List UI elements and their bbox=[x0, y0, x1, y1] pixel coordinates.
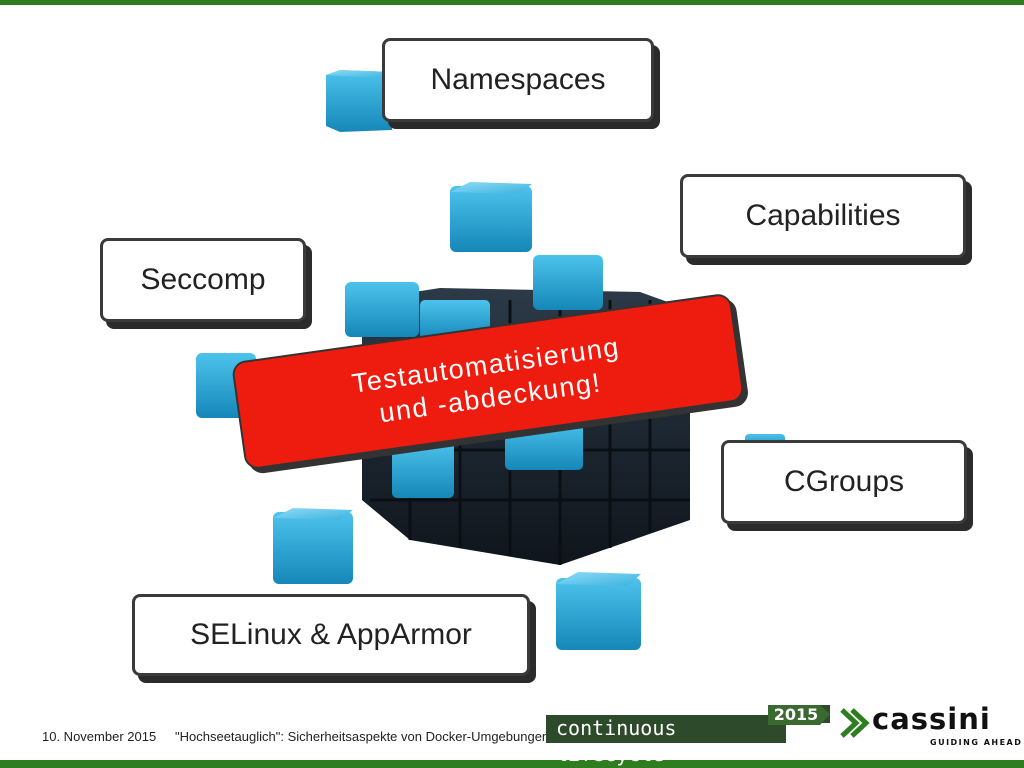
cassini-tagline: GUIDING AHEAD bbox=[930, 738, 1023, 747]
footer-date: 10. November 2015 bbox=[42, 729, 157, 744]
conference-name: continuous lifecycle bbox=[556, 716, 677, 766]
top-accent-bar bbox=[0, 0, 1024, 5]
floating-cube bbox=[345, 282, 419, 337]
cgroups-label: CGroups bbox=[783, 465, 905, 498]
floating-cube bbox=[533, 255, 603, 310]
floating-cube bbox=[326, 70, 392, 132]
continuous-lifecycle-logo bbox=[546, 705, 830, 743]
embedded-blue-cube bbox=[392, 440, 454, 498]
selinux-apparmor-label: SELinux & AppArmor bbox=[190, 618, 472, 651]
cgroups-box: CGroups bbox=[721, 440, 967, 524]
floating-cube bbox=[556, 572, 641, 650]
capabilities-label: Capabilities bbox=[745, 199, 901, 232]
selinux-apparmor-box: SELinux & AppArmor bbox=[132, 594, 530, 676]
namespaces-label: Namespaces bbox=[430, 63, 606, 96]
cassini-chevron-icon bbox=[840, 708, 870, 738]
conference-year: 2015 bbox=[773, 705, 819, 724]
floating-cube bbox=[450, 182, 532, 252]
bottom-accent-bar bbox=[0, 760, 1024, 768]
footer-title: "Hochseetauglich": Sicherheitsaspekte vo… bbox=[175, 729, 550, 744]
embedded-blue-cube bbox=[505, 420, 583, 470]
namespaces-box: Namespaces bbox=[382, 38, 654, 122]
seccomp-box: Seccomp bbox=[100, 238, 306, 322]
capabilities-box: Capabilities bbox=[680, 174, 966, 258]
cassini-wordmark: cassini bbox=[872, 702, 991, 736]
seccomp-label: Seccomp bbox=[140, 263, 266, 296]
floating-cube bbox=[273, 508, 353, 584]
